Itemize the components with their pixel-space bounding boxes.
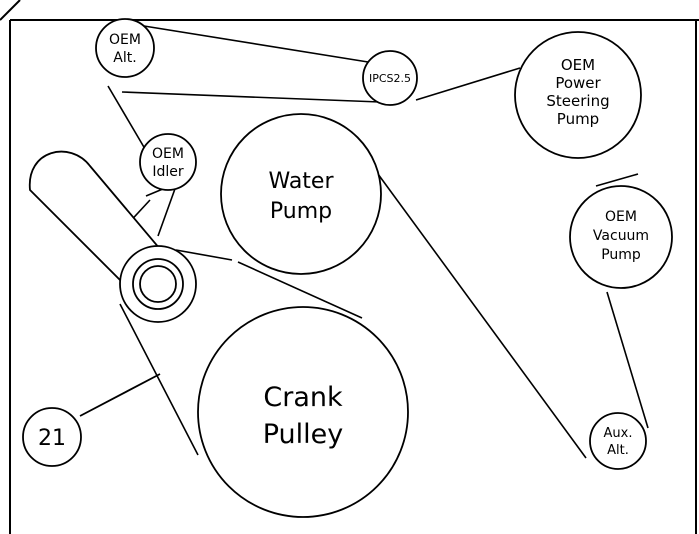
pulley-labels: OEM Alt. IPCS2.5 OEM Power Steering Pump…	[38, 32, 649, 458]
power-steering-label-3: Steering	[546, 92, 609, 110]
vacuum-pump-label-1: OEM	[605, 209, 637, 225]
callout-21	[22, 373, 161, 467]
crank-pulley-label-2: Pulley	[263, 419, 344, 450]
oem-alternator-pulley	[95, 18, 155, 78]
oem-alt-label-2: Alt.	[113, 50, 136, 66]
oem-idler-label-1: OEM	[152, 146, 184, 162]
water-pump-pulley	[220, 113, 382, 275]
power-steering-pump-pulley	[514, 31, 642, 159]
water-pump-label-2: Pump	[270, 199, 332, 224]
aux-alternator-pulley	[589, 412, 647, 470]
power-steering-label-4: Pump	[557, 110, 599, 128]
ipcs-pulley	[362, 50, 418, 106]
power-steering-label-2: Power	[555, 74, 601, 92]
aux-alt-label-2: Alt.	[607, 443, 629, 458]
tensioner-arm	[29, 150, 197, 323]
vacuum-pump-pulley	[569, 185, 673, 289]
vacuum-pump-label-3: Pump	[601, 247, 641, 263]
tensioner-pivot-core	[139, 265, 177, 303]
oem-idler-pulley	[139, 133, 197, 191]
crank-pulley	[197, 306, 409, 518]
power-steering-label-1: OEM	[561, 56, 595, 74]
pulleys	[95, 18, 673, 518]
water-pump-label-1: Water	[268, 169, 334, 194]
ipcs-label: IPCS2.5	[369, 72, 411, 85]
oem-alt-label-1: OEM	[109, 32, 141, 48]
crank-pulley-label-1: Crank	[263, 382, 343, 413]
callout-number: 21	[38, 426, 66, 451]
oem-idler-label-2: Idler	[152, 164, 184, 180]
serpentine-belt	[107, 25, 649, 459]
vacuum-pump-label-2: Vacuum	[593, 228, 649, 244]
aux-alt-label-1: Aux.	[604, 426, 633, 441]
callout-circle	[22, 407, 82, 467]
